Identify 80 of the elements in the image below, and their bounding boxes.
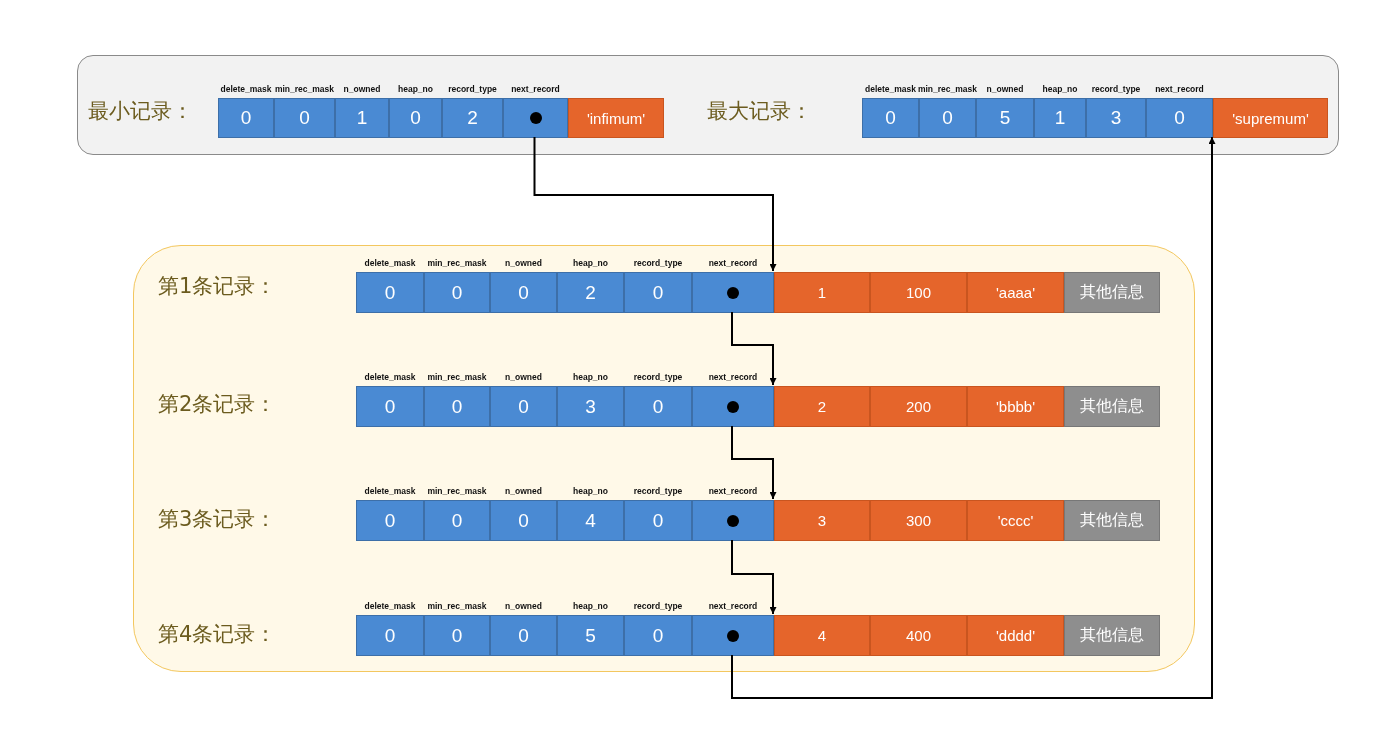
record-field-cell: 100: [870, 272, 967, 313]
record-field-cell: 3: [1086, 98, 1146, 138]
record-group-panel: [77, 55, 1339, 155]
record-field-cell: 4: [557, 500, 624, 541]
record-field-cell: 300: [870, 500, 967, 541]
record-field-cell: 0: [218, 98, 274, 138]
pointer-arrow: [731, 311, 777, 386]
record-field-cell: 2: [774, 386, 870, 427]
field-name-label: next_record: [707, 372, 759, 382]
record-field-cell: 1: [1034, 98, 1086, 138]
record-field-cell: 其他信息: [1064, 272, 1160, 313]
record-field-cell: 1: [335, 98, 389, 138]
record-field-cell: 4: [774, 615, 870, 656]
pointer-arrow: [731, 136, 1216, 699]
record-field-cell: 2: [442, 98, 503, 138]
record-field-cell: 400: [870, 615, 967, 656]
record-field-cell: 1: [774, 272, 870, 313]
record-field-cell: 2: [557, 272, 624, 313]
field-name-label: record_type: [632, 486, 684, 496]
record-field-cell: 0: [389, 98, 442, 138]
field-name-label: next_record: [707, 258, 759, 268]
record-field-cell: 0: [490, 615, 557, 656]
record-field-cell: 0: [490, 386, 557, 427]
field-name-label: heap_no: [572, 258, 609, 268]
field-name-label: record_type: [632, 258, 684, 268]
field-name-label: next_record: [707, 601, 759, 611]
field-name-label: record_type: [632, 372, 684, 382]
field-name-label: min_rec_mask: [426, 258, 488, 268]
field-name-label: next_record: [707, 486, 759, 496]
pointer-arrow: [731, 425, 777, 500]
field-name-label: record_type: [1090, 84, 1142, 94]
pointer-arrow: [533, 136, 777, 272]
record-field-cell: 'aaaa': [967, 272, 1064, 313]
record-field-cell: 200: [870, 386, 967, 427]
record-group-panel: [133, 245, 1195, 672]
record-label: 第1条记录：: [158, 273, 277, 300]
record-label: 最小记录：: [88, 98, 193, 125]
record-field-cell: 0: [424, 386, 490, 427]
record-field-cell: 5: [557, 615, 624, 656]
record-field-cell: 0: [356, 272, 424, 313]
record-field-cell: 'dddd': [967, 615, 1064, 656]
record-field-cell: 0: [624, 272, 692, 313]
record-field-cell: 'bbbb': [967, 386, 1064, 427]
record-field-cell: 0: [356, 615, 424, 656]
pointer-arrow: [731, 539, 777, 615]
field-name-label: min_rec_mask: [426, 601, 488, 611]
record-field-cell: 0: [624, 615, 692, 656]
record-field-cell: 其他信息: [1064, 615, 1160, 656]
record-field-cell: 其他信息: [1064, 386, 1160, 427]
record-label: 第4条记录：: [158, 621, 277, 648]
record-field-cell: 0: [274, 98, 335, 138]
record-field-cell: 0: [624, 500, 692, 541]
field-name-label: record_type: [632, 601, 684, 611]
record-field-cell: 0: [424, 272, 490, 313]
record-field-cell: 5: [976, 98, 1034, 138]
record-label: 最大记录：: [707, 98, 812, 125]
field-name-label: min_rec_mask: [426, 486, 488, 496]
record-field-cell: 'supremum': [1213, 98, 1328, 138]
field-name-label: heap_no: [572, 372, 609, 382]
record-field-cell: 3: [557, 386, 624, 427]
record-label: 第2条记录：: [158, 391, 277, 418]
field-name-label: min_rec_mask: [426, 372, 488, 382]
record-field-cell: 0: [356, 500, 424, 541]
record-field-cell: 0: [424, 615, 490, 656]
record-field-cell: 0: [919, 98, 976, 138]
field-name-label: heap_no: [572, 486, 609, 496]
field-name-label: heap_no: [572, 601, 609, 611]
record-field-cell: 3: [774, 500, 870, 541]
record-field-cell: 0: [490, 272, 557, 313]
record-field-cell: 'infimum': [568, 98, 664, 138]
record-field-cell: 0: [624, 386, 692, 427]
record-label: 第3条记录：: [158, 506, 277, 533]
record-field-cell: 0: [424, 500, 490, 541]
record-field-cell: 0: [490, 500, 557, 541]
field-name-label: record_type: [447, 84, 498, 94]
record-field-cell: 0: [356, 386, 424, 427]
record-field-cell: 'cccc': [967, 500, 1064, 541]
record-field-cell: 0: [862, 98, 919, 138]
record-field-cell: 0: [1146, 98, 1213, 138]
record-field-cell: 其他信息: [1064, 500, 1160, 541]
